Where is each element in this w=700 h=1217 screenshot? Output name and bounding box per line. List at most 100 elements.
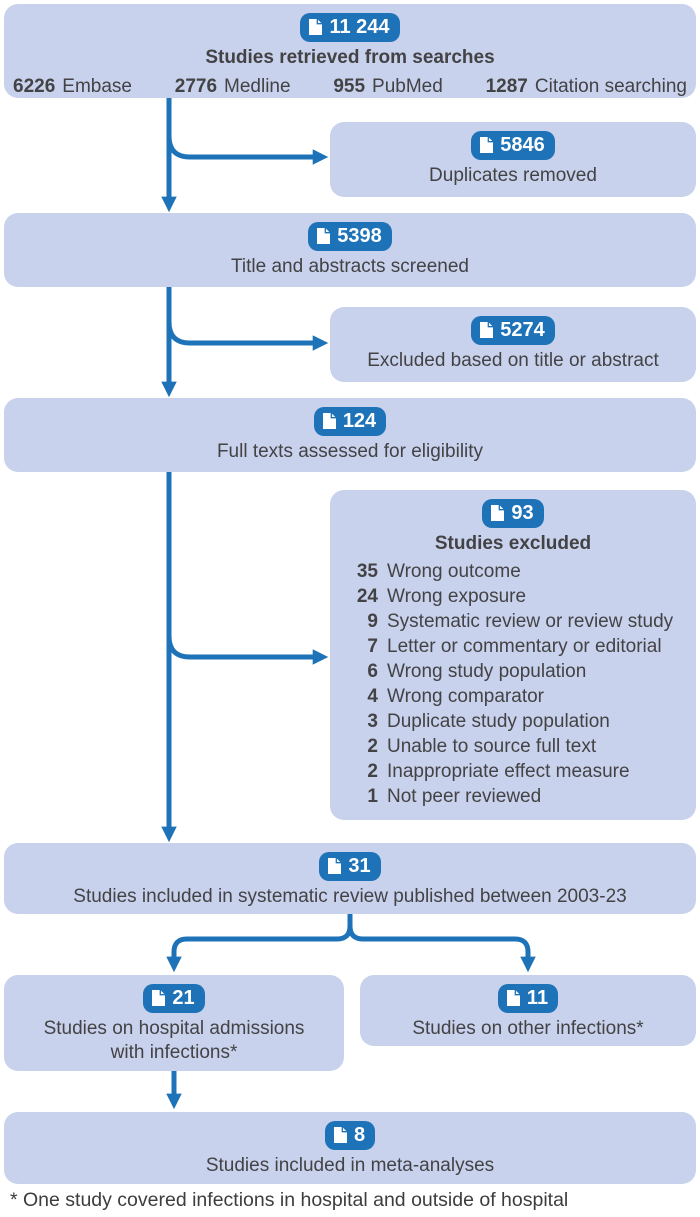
reason-label: Wrong study population (387, 661, 587, 682)
count-value: 8 (353, 1124, 366, 1146)
reason-count: 9 (367, 611, 378, 632)
box-label: Studies on hospital admissions with infe… (43, 1018, 305, 1063)
box-label: Excluded based on title or abstract (367, 350, 659, 371)
count-badge: 5274 (471, 316, 555, 345)
box-label: Duplicates removed (429, 165, 597, 186)
count-badge: 21 (143, 984, 205, 1013)
box-full-texts-assessed: 124 Full texts assessed for eligibility (4, 398, 696, 472)
count-value: 93 (511, 502, 534, 524)
source-label: Embase (62, 76, 132, 97)
list-item: 2 Inappropriate effect measure (350, 759, 690, 784)
reason-label: Duplicate study population (387, 711, 610, 732)
reason-label: Not peer reviewed (387, 786, 542, 807)
footnote: * One study covered infections in hospit… (10, 1189, 569, 1211)
box-other-infections: 11 Studies on other infections* (360, 975, 696, 1046)
document-icon (317, 228, 331, 244)
count-badge: 11 244 (300, 13, 400, 42)
reason-count: 4 (367, 686, 378, 707)
search-sources: 6226 Embase 2776 Medline 955 PubMed 1287 Cit… (4, 76, 696, 98)
box-label: Title and abstracts screened (231, 256, 469, 277)
count-badge: 93 (482, 499, 544, 528)
document-icon (491, 505, 505, 521)
reason-label: Wrong exposure (387, 586, 527, 607)
box-excluded-title-abstract: 5274 Excluded based on title or abstract (330, 307, 696, 382)
reason-label: Wrong comparator (387, 686, 544, 707)
count-value: 21 (172, 987, 195, 1009)
box-title: Studies excluded (434, 533, 592, 554)
count-value: 5398 (337, 225, 382, 247)
reason-count: 24 (356, 586, 378, 607)
source-citation-searching: 1287 Citation searching (486, 76, 687, 98)
count-badge: 124 (313, 407, 387, 436)
count-value: 5846 (500, 134, 545, 156)
document-icon (480, 322, 494, 338)
source-label: PubMed (372, 76, 443, 97)
document-icon (506, 990, 520, 1006)
reason-count: 2 (367, 761, 378, 782)
count-value: 11 (526, 987, 549, 1009)
count-value: 31 (348, 855, 371, 877)
reason-count: 35 (356, 561, 378, 582)
reason-count: 3 (367, 711, 378, 732)
list-item: 3 Duplicate study population (350, 709, 690, 734)
reason-count: 7 (367, 636, 378, 657)
count-badge: 5398 (308, 222, 392, 251)
box-included-systematic-review: 31 Studies included in systematic review… (4, 843, 696, 914)
source-label: Medline (224, 76, 291, 97)
count-badge: 31 (319, 852, 381, 881)
arrow-split-left (166, 914, 353, 973)
reason-label: Inappropriate effect measure (387, 761, 630, 782)
reason-label: Wrong outcome (387, 561, 521, 582)
box-studies-retrieved: 11 244 Studies retrieved from searches 6… (4, 4, 696, 98)
count-value: 11 244 (329, 16, 390, 38)
document-icon (322, 413, 336, 429)
count-badge: 5846 (471, 131, 555, 160)
arrow-to-studies-excluded (166, 635, 329, 665)
list-item: 2 Unable to source full text (350, 734, 690, 759)
count-value: 5274 (500, 319, 545, 341)
document-icon (309, 19, 323, 35)
document-icon (328, 858, 342, 874)
box-label: Studies included in meta-analyses (205, 1155, 495, 1176)
list-item: 7 Letter or commentary or editorial (350, 634, 690, 659)
list-item: 6 Wrong study population (350, 659, 690, 684)
box-label: Studies on other infections* (412, 1018, 644, 1039)
arrow-to-excluded-title (166, 321, 329, 351)
document-icon (152, 990, 166, 1006)
document-icon (333, 1127, 347, 1143)
arrow-split-right (347, 925, 536, 973)
source-pubmed: 955 PubMed (333, 76, 442, 98)
box-label: Studies included in systematic review pu… (73, 886, 627, 907)
source-count: 6226 (13, 76, 56, 97)
source-count: 2776 (174, 76, 218, 97)
document-icon (480, 137, 494, 153)
box-meta-analyses: 8 Studies included in meta-analyses (4, 1112, 696, 1184)
reason-label: Systematic review or review study (387, 611, 674, 632)
box-hospital-admissions: 21 Studies on hospital admissions with i… (4, 975, 344, 1071)
box-duplicates-removed: 5846 Duplicates removed (330, 122, 696, 197)
source-count: 955 (333, 76, 366, 97)
box-titles-abstracts-screened: 5398 Title and abstracts screened (4, 213, 696, 287)
source-medline: 2776 Medline (175, 76, 291, 98)
list-item: 24 Wrong exposure (350, 584, 690, 609)
box-label: Full texts assessed for eligibility (216, 441, 484, 462)
list-item: 9 Systematic review or review study (350, 609, 690, 634)
reason-label: Letter or commentary or editorial (387, 636, 662, 657)
reason-count: 1 (367, 786, 378, 807)
list-item: 4 Wrong comparator (350, 684, 690, 709)
list-item: 35 Wrong outcome (350, 559, 690, 584)
source-count: 1287 (485, 76, 528, 97)
count-value: 124 (342, 410, 377, 432)
reason-count: 2 (367, 736, 378, 757)
arrow-to-duplicates-removed (166, 135, 329, 165)
source-label: Citation searching (534, 76, 687, 97)
count-badge: 11 (497, 984, 559, 1013)
reason-label: Unable to source full text (387, 736, 597, 757)
box-title: Studies retrieved from searches (205, 47, 495, 68)
count-badge: 8 (324, 1121, 376, 1150)
reason-count: 6 (367, 661, 378, 682)
source-embase: 6226 Embase (13, 76, 132, 98)
